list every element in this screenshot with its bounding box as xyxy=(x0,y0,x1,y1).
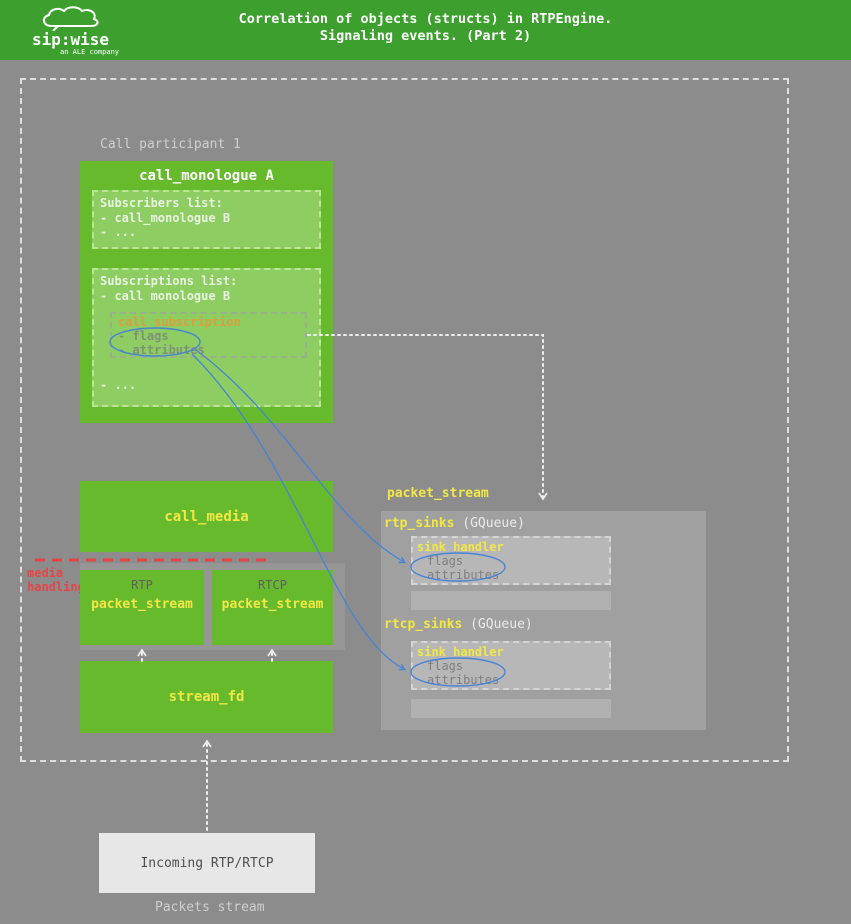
rtcp-sink-handler-title: sink_handler xyxy=(417,645,504,659)
incoming-rtp-rtcp-box: Incoming RTP/RTCP xyxy=(99,833,315,893)
call-monologue-box: call_monologue A Subscribers list: - cal… xyxy=(80,161,333,423)
logo-subtitle-text: an ALE company xyxy=(60,48,120,56)
rtp-sink-handler-title: sink_handler xyxy=(417,540,504,554)
subscribers-list-item: - ... xyxy=(100,225,137,239)
rtp-sink-handler-attributes: attributes xyxy=(427,568,500,582)
rtp-sinks-row: rtp_sinks (GQueue) xyxy=(384,516,525,531)
call-participant-label: Call participant 1 xyxy=(100,137,241,152)
header-bar: sip:wise an ALE company Correlation of o… xyxy=(0,0,851,60)
sipwise-logo: sip:wise an ALE company xyxy=(30,3,140,59)
subscribers-list-title: Subscribers list: xyxy=(100,196,223,210)
rtcp-sink-handler-flags: flags xyxy=(427,659,464,673)
rtp-packet-stream-box: RTP packet_stream xyxy=(80,570,204,645)
rtp-tag: RTP xyxy=(131,578,153,592)
rtcp-sinks-type: (GQueue) xyxy=(470,617,533,632)
rtp-packet-stream-title: packet_stream xyxy=(91,597,193,612)
call-media-box: call_media xyxy=(80,481,333,552)
call-subscription-flags: - flags xyxy=(118,329,169,343)
call-monologue-title: call_monologue A xyxy=(139,168,274,184)
stream-fd-box: stream_fd xyxy=(80,661,333,733)
page-title: Correlation of objects (structs) in RTPE… xyxy=(0,11,851,45)
rtcp-sinks-name: rtcp_sinks xyxy=(384,617,463,632)
rtcp-sinks-empty-slot xyxy=(411,699,611,718)
subscribers-list-box: Subscribers list: - call_monologue B - .… xyxy=(92,190,321,249)
logo-brand-text: sip:wise xyxy=(32,30,110,49)
rtcp-tag: RTCP xyxy=(258,578,287,592)
rtcp-sink-handler-attributes: attributes xyxy=(427,673,500,687)
page-title-line1: Correlation of objects (structs) in RTPE… xyxy=(238,11,613,27)
rtp-sink-handler-flags: flags xyxy=(427,554,464,568)
rtcp-packet-stream-box: RTCP packet_stream xyxy=(212,570,333,645)
rtcp-sink-handler-box: sink_handler flags attributes xyxy=(411,641,611,690)
rtp-sinks-type: (GQueue) xyxy=(462,516,525,531)
rtcp-packet-stream-title: packet_stream xyxy=(221,597,324,612)
incoming-rtp-rtcp-title: Incoming RTP/RTCP xyxy=(140,855,274,871)
packets-stream-caption: Packets stream xyxy=(155,900,265,915)
call-subscription-box: call_subscription - flags - attributes xyxy=(110,312,307,358)
subscriptions-list-item: - call monologue B xyxy=(100,288,231,303)
call-media-title: call_media xyxy=(164,508,249,525)
media-handling-label: media handling xyxy=(27,566,85,594)
stream-fd-title: stream_fd xyxy=(168,689,245,705)
rtp-sinks-empty-slot xyxy=(411,591,611,610)
logo-cloud-icon xyxy=(43,6,99,31)
rtcp-sinks-row: rtcp_sinks (GQueue) xyxy=(384,617,533,632)
subscriptions-list-box: Subscriptions list: - call monologue B c… xyxy=(92,268,321,407)
media-handling-line2: handling xyxy=(27,580,85,594)
rtp-sink-handler-box: sink_handler flags attributes xyxy=(411,536,611,585)
media-handling-line1: media xyxy=(27,566,64,580)
packet-stream-panel-label: packet_stream xyxy=(387,486,489,501)
subscribers-list-item: - call_monologue B xyxy=(100,210,231,225)
packet-stream-panel: rtp_sinks (GQueue) sink_handler flags at… xyxy=(381,511,706,730)
page-title-line2: Signaling events. (Part 2) xyxy=(319,28,532,44)
call-subscription-title: call_subscription xyxy=(118,315,241,329)
subscriptions-list-title: Subscriptions list: xyxy=(100,274,238,288)
rtp-sinks-name: rtp_sinks xyxy=(384,516,455,531)
diagram-boundary xyxy=(20,78,789,762)
subscriptions-list-more: - ... xyxy=(100,378,137,392)
call-subscription-attributes: - attributes xyxy=(118,343,205,357)
